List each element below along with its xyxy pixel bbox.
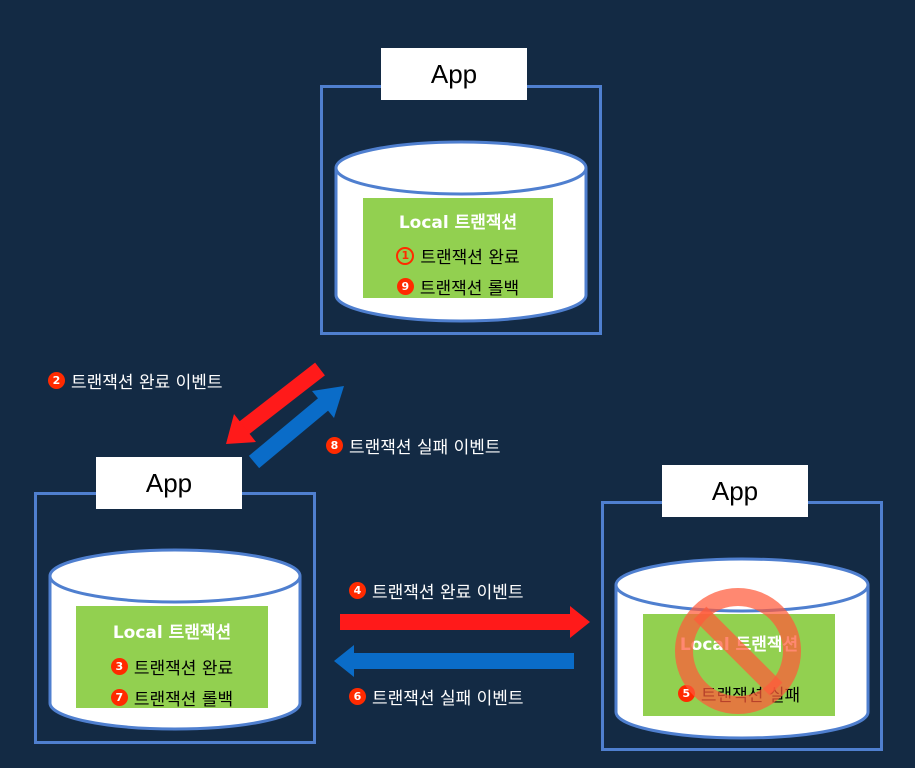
right-app-label: App — [662, 465, 808, 517]
event-4-text: 트랜잭션 완료 이벤트 — [372, 583, 524, 603]
step-number-6: 6 — [349, 688, 366, 705]
event-6-text: 트랜잭션 실패 이벤트 — [372, 689, 524, 709]
top-step-1-text: 트랜잭션 완료 — [420, 248, 520, 268]
blue-arrow-event-8 — [248, 386, 344, 469]
left-step-3-text: 트랜잭션 완료 — [133, 659, 234, 679]
blue-arrow-event-6 — [334, 645, 574, 677]
event-6-label: 6 트랜잭션 실패 이벤트 — [349, 684, 524, 709]
left-db-title: Local 트랜잭션 — [112, 623, 232, 643]
top-step-1: 1 트랜잭션 완료 — [363, 243, 553, 268]
step-number-2: 2 — [48, 372, 65, 389]
event-8-label: 8 트랜잭션 실패 이벤트 — [326, 433, 501, 458]
cancel-sign-icon — [675, 588, 801, 714]
left-step-7-text: 트랜잭션 롤백 — [133, 690, 234, 710]
top-app-label: App — [381, 48, 527, 100]
event-2-label: 2 트랜잭션 완료 이벤트 — [48, 368, 223, 393]
step-number-3: 3 — [110, 658, 128, 675]
left-step-3: 3 트랜잭션 완료 — [76, 654, 268, 679]
top-step-9-text: 트랜잭션 롤백 — [419, 279, 520, 299]
step-number-8: 8 — [326, 437, 343, 454]
step-number-1: 1 — [396, 246, 415, 265]
step-number-9: 9 — [396, 278, 414, 295]
step-number-7: 7 — [110, 689, 128, 706]
step-number-4: 4 — [349, 582, 366, 599]
top-db-title: Local 트랜잭션 — [398, 213, 518, 233]
event-8-text: 트랜잭션 실패 이벤트 — [349, 438, 501, 458]
left-app-label: App — [96, 457, 242, 509]
event-4-label: 4 트랜잭션 완료 이벤트 — [349, 578, 524, 603]
red-arrow-event-2 — [226, 362, 325, 444]
event-2-text: 트랜잭션 완료 이벤트 — [71, 373, 223, 393]
left-local-transaction-box: Local 트랜잭션 3 트랜잭션 완료 7 트랜잭션 롤백 — [76, 606, 268, 710]
red-arrow-event-4 — [340, 606, 590, 638]
left-step-7: 7 트랜잭션 롤백 — [76, 685, 268, 710]
top-local-transaction-box: Local 트랜잭션 1 트랜잭션 완료 9 트랜잭션 롤백 — [363, 198, 553, 299]
top-step-9: 9 트랜잭션 롤백 — [363, 274, 553, 299]
